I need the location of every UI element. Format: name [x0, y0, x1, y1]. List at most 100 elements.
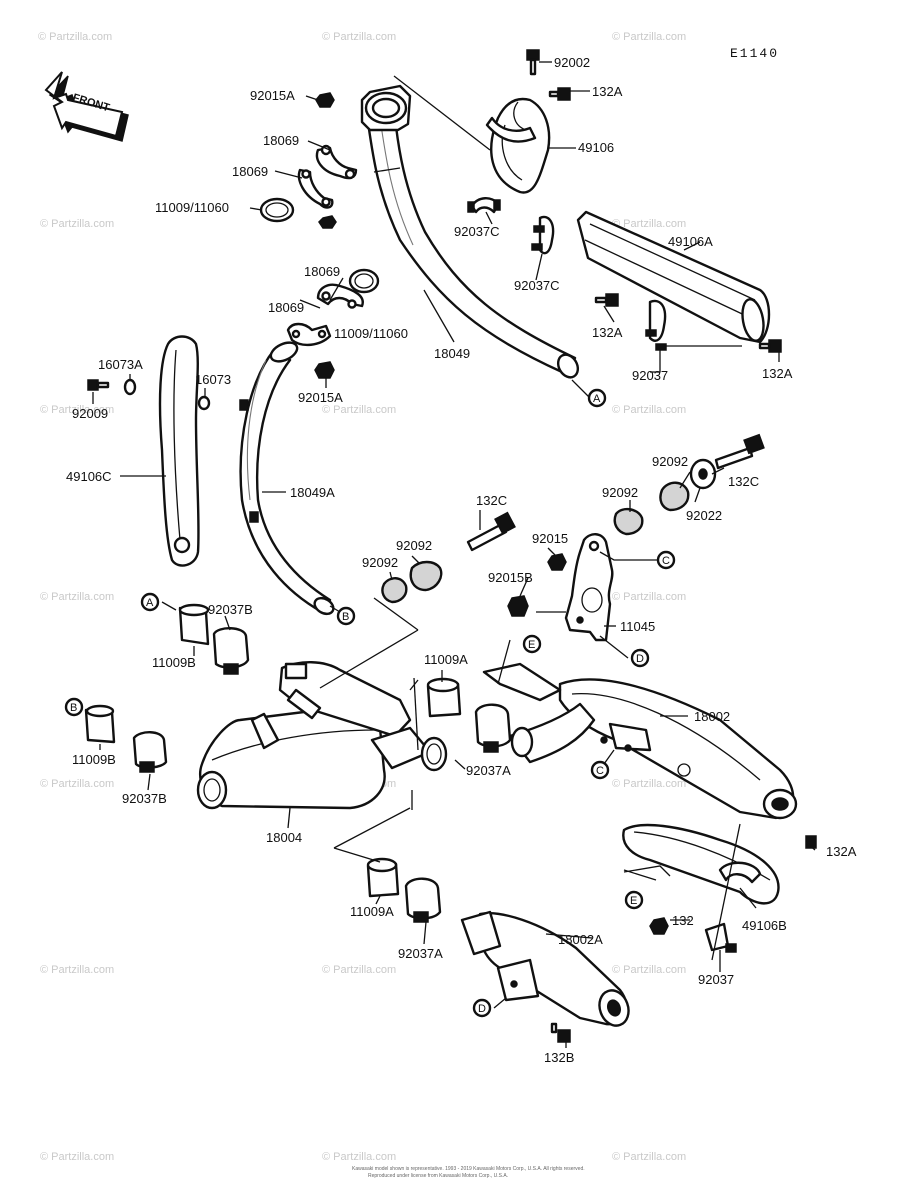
part-label: 11045	[620, 619, 655, 634]
rubber-damper-92092	[381, 577, 408, 604]
part-label: 92092	[396, 538, 432, 553]
bolt-132a-icon	[594, 293, 619, 307]
bolt-132c-icon	[714, 433, 765, 470]
part-label: 132C	[728, 474, 759, 489]
part-label: 92015A	[250, 88, 295, 103]
svg-text:E: E	[528, 639, 535, 651]
flange-18069	[286, 322, 332, 347]
watermark: © Partzilla.com	[322, 964, 396, 976]
part-label: 18049	[434, 346, 470, 361]
part-label: 11009B	[72, 752, 116, 767]
svg-text:C: C	[662, 555, 670, 567]
ref-circle-a: A	[587, 388, 607, 408]
ref-circle-d: D	[630, 648, 650, 668]
part-label: 132A	[592, 84, 623, 99]
copyright-line: Kawasaki model shown is representative. …	[352, 1166, 585, 1172]
svg-text:B: B	[70, 702, 77, 714]
part-label: 18002A	[558, 932, 603, 947]
gasket-11009-11060	[348, 268, 380, 294]
part-label: 18069	[263, 133, 299, 148]
part-label: 92037B	[208, 602, 253, 617]
part-label: 49106B	[742, 918, 787, 933]
part-label: 92092	[652, 454, 688, 469]
watermark: © Partzilla.com	[40, 1151, 114, 1163]
svg-text:A: A	[593, 393, 601, 405]
left-muffler	[460, 910, 630, 1027]
part-labels: 92002 132A 92015A 49106 18069 18069 1100…	[66, 55, 857, 1065]
part-label: 49106A	[668, 234, 713, 249]
flange-18069	[315, 144, 358, 180]
part-label: 92092	[602, 485, 638, 500]
part-label: 92009	[72, 406, 108, 421]
bolt-92002-icon	[526, 49, 540, 76]
bolt-132c-icon	[466, 511, 516, 552]
part-label: 92037B	[122, 791, 167, 806]
clamp-92037c	[531, 215, 555, 255]
svg-text:A: A	[146, 597, 154, 609]
watermark: © Partzilla.com	[40, 218, 114, 230]
rubber-damper-92092	[659, 481, 690, 512]
part-label: 18049A	[290, 485, 335, 500]
nut-92015b-icon	[507, 595, 529, 617]
watermark: © Partzilla.com	[322, 1151, 396, 1163]
svg-text:D: D	[636, 653, 644, 665]
washer-92022	[689, 458, 717, 490]
part-label: 92015A	[298, 390, 343, 405]
ref-circle-a: A	[140, 592, 160, 612]
ref-circle-e: E	[624, 890, 644, 910]
part-label: 132A	[592, 325, 623, 340]
watermark: © Partzilla.com	[322, 31, 396, 43]
clamp-92037	[704, 922, 737, 953]
part-label: 11009/11060	[155, 200, 229, 215]
gasket-11009-11060	[259, 197, 295, 223]
part-label: 132	[672, 913, 694, 928]
mount-bracket-11045	[564, 533, 614, 642]
part-label: 132A	[826, 844, 857, 859]
part-label: 18069	[268, 300, 304, 315]
copyright-line: Reproduced under license from Kawasaki M…	[368, 1173, 508, 1179]
part-label: 11009B	[152, 655, 196, 670]
part-label: 92037	[698, 972, 734, 987]
watermark: © Partzilla.com	[612, 778, 686, 790]
part-label: 132C	[476, 493, 507, 508]
bolt-132a-icon	[758, 339, 782, 353]
part-label: 92015B	[488, 570, 533, 585]
watermark: © Partzilla.com	[612, 591, 686, 603]
bolt-132-icon	[649, 917, 669, 935]
front-exhaust-pipe	[360, 84, 580, 379]
right-muffler-heat-cover	[622, 823, 780, 905]
clamp-92037b	[132, 731, 168, 773]
part-label: 132A	[762, 366, 793, 381]
watermark: © Partzilla.com	[38, 31, 112, 43]
front-arrow-icon: FRONT	[44, 71, 129, 142]
watermark: © Partzilla.com	[612, 964, 686, 976]
clamp-92037a	[474, 703, 512, 753]
watermark: © Partzilla.com	[322, 404, 396, 416]
watermark: © Partzilla.com	[40, 778, 114, 790]
svg-text:C: C	[596, 765, 604, 777]
bolt-92009-icon	[87, 379, 110, 391]
clamp-92037a	[404, 877, 442, 923]
part-label: 16073	[195, 372, 231, 387]
part-label: 49106C	[66, 469, 112, 484]
leader-lines	[92, 61, 816, 1048]
bolt-132a-icon	[548, 87, 571, 101]
part-label: 11009A	[350, 904, 394, 919]
bolt-132b-icon	[550, 1022, 571, 1043]
part-label: 18004	[266, 830, 302, 845]
nut-92015-icon	[547, 553, 567, 571]
part-label: 92037A	[398, 946, 443, 961]
ref-circle-e: E	[522, 634, 542, 654]
part-label: 92037A	[466, 763, 511, 778]
part-label: 92015	[532, 531, 568, 546]
ref-circle-c: C	[590, 760, 610, 780]
spacer-16073	[197, 395, 211, 411]
nut-92015a-icon	[315, 92, 335, 108]
part-label: 92092	[362, 555, 398, 570]
watermark: © Partzilla.com	[612, 1151, 686, 1163]
part-label: 11009/11060	[334, 326, 408, 341]
svg-text:D: D	[478, 1003, 486, 1015]
part-label: 11009A	[424, 652, 468, 667]
front-pipe-heat-cover	[485, 97, 551, 194]
watermark: © Partzilla.com	[612, 31, 686, 43]
